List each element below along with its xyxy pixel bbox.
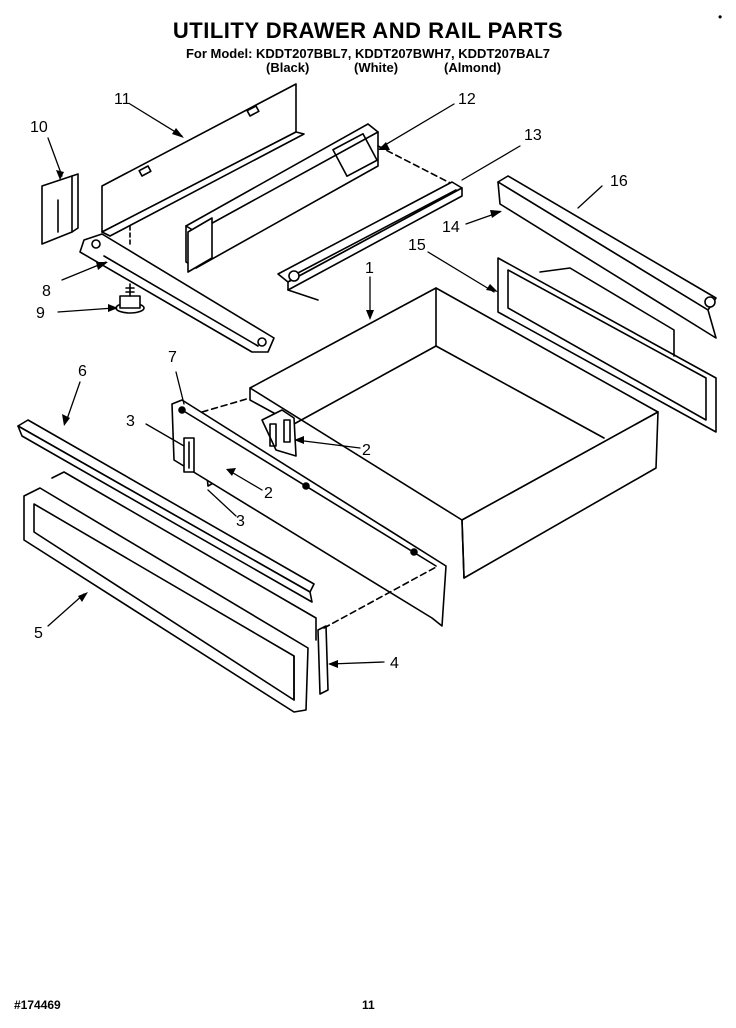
callout-1: 1 [365, 260, 374, 277]
callout-5: 5 [34, 625, 43, 642]
callout-12: 12 [458, 91, 476, 108]
part-back-panel [497, 257, 717, 433]
part-end-cap [41, 173, 79, 245]
color-almond: (Almond) [444, 60, 502, 75]
callout-2-tub: 2 [362, 442, 371, 459]
callout-4: 4 [390, 655, 399, 672]
callout-7: 7 [168, 349, 177, 366]
callout-10: 10 [30, 119, 48, 136]
callout-15: 15 [408, 237, 426, 254]
callout-3-lower: 3 [236, 513, 245, 530]
corner-mark: • [718, 10, 723, 24]
callout-2-door: 2 [264, 485, 273, 502]
callout-9: 9 [36, 305, 45, 322]
part-base-rail [79, 233, 275, 353]
part-hinge [183, 437, 195, 473]
diagram-title: UTILITY DRAWER AND RAIL PARTS [172, 18, 564, 43]
part-door-panel [317, 565, 439, 695]
part-top-trim [497, 175, 717, 339]
model-numbers: For Model: KDDT207BBL7, KDDT207BWH7, KDD… [185, 46, 551, 61]
part-leveling-leg [115, 283, 145, 314]
part-door-trim [17, 419, 315, 603]
color-black: (Black) [266, 60, 310, 75]
part-inner-door [171, 397, 447, 627]
part-slide-rail [277, 181, 463, 301]
document-number: #174469 [14, 998, 61, 1012]
callout-14: 14 [442, 219, 460, 236]
part-door-frame [23, 471, 317, 713]
part-rear-bracket [101, 83, 305, 245]
callout-11: 11 [114, 91, 131, 108]
callout-13: 13 [524, 127, 542, 144]
color-white: (White) [354, 60, 399, 75]
callout-3-upper: 3 [126, 413, 135, 430]
leader-arrowheads [56, 128, 502, 668]
part-channel-rail [185, 123, 457, 273]
callout-8: 8 [42, 283, 51, 300]
page-number: 11 [362, 998, 375, 1012]
callout-16: 16 [610, 173, 628, 190]
callout-6: 6 [78, 363, 87, 380]
